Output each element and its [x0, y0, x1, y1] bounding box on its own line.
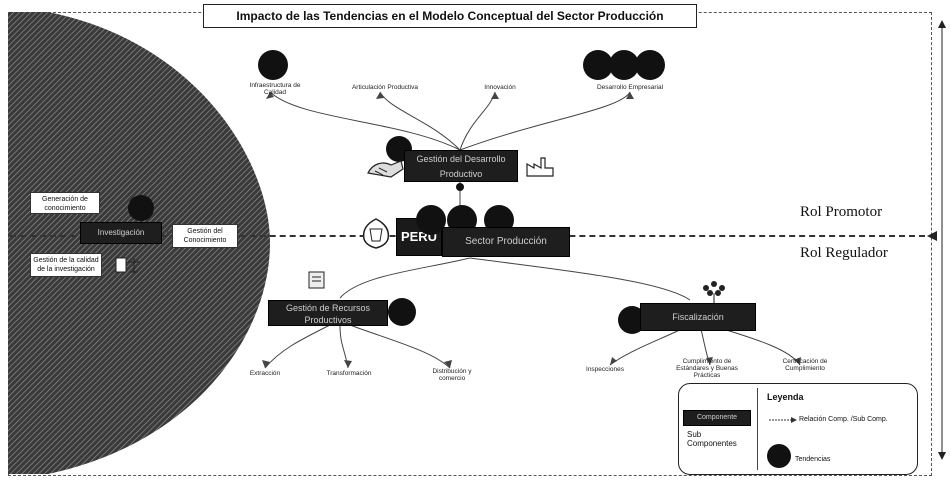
legend: Leyenda Componente Sub Componentes Relac… — [678, 383, 918, 475]
coat-of-arms-icon — [362, 218, 390, 249]
trend-circle-icon — [583, 50, 613, 80]
left-panel-box: Gestión del Conocimiento — [172, 224, 238, 248]
document-icon — [308, 271, 325, 289]
legend-divider — [757, 388, 758, 470]
trend-circle-icon — [635, 50, 665, 80]
subcomponent-label: Extracción — [249, 370, 281, 377]
subcomponent-label: Transformación — [326, 370, 372, 377]
vertical-arrow — [938, 20, 946, 460]
role-regulador-label: Rol Regulador — [800, 245, 888, 261]
scale-icon — [115, 257, 140, 273]
legend-title: Leyenda — [767, 392, 804, 402]
component-upper-box: Gestión del Desarrollo Productivo — [404, 150, 518, 182]
connector-node — [456, 183, 464, 191]
diagram-title: Impacto de las Tendencias en el Modelo C… — [203, 4, 697, 28]
subcomponent-label: Articulación Productiva — [351, 84, 419, 91]
handshake-icon — [367, 160, 404, 178]
factory-icon — [526, 157, 554, 177]
trend-circle-icon — [416, 205, 446, 235]
left-panel-box: Gestión de la calidad de la investigació… — [30, 253, 102, 277]
trend-circle-icon — [258, 50, 288, 80]
subcomponent-label: Inspecciones — [586, 366, 624, 373]
component-lower-right-box: Fiscalización — [640, 303, 756, 331]
component-lower-left-box: Gestión de Recursos Productivos — [268, 300, 388, 326]
subcomponent-label: Desarrollo Empresarial — [596, 84, 664, 91]
left-panel-box: Generación de conocimiento — [30, 192, 100, 214]
legend-relation-arrow-icon — [769, 417, 797, 423]
subcomponent-label: Innovación — [484, 84, 516, 91]
legend-relation-label: Relación Comp. /Sub Comp. — [799, 416, 888, 423]
arrow-left-icon — [927, 231, 937, 241]
role-promotor-label: Rol Promotor — [800, 204, 883, 220]
subcomponent-label: Infraestructura de Calidad — [249, 82, 301, 96]
trend-circle-icon — [609, 50, 639, 80]
trend-circle-icon — [128, 195, 154, 221]
component-center-box: Sector Producción — [442, 227, 570, 257]
subcomponent-label: Cumplimiento de Estándares y Buenas Prác… — [676, 358, 738, 379]
legend-trend-circle-icon — [767, 444, 791, 468]
plant-icon — [703, 281, 725, 304]
legend-subcomponent-label: Sub Componentes — [687, 430, 737, 448]
subcomponent-label: Certificación de Cumplimiento — [782, 358, 828, 372]
legend-component-swatch: Componente — [683, 410, 751, 426]
subcomponent-label: Distribución y comercio — [432, 368, 472, 382]
component-left-box: Investigación — [80, 222, 162, 244]
trend-circle-icon — [388, 298, 416, 326]
legend-trend-label: Tendencias — [795, 456, 831, 463]
